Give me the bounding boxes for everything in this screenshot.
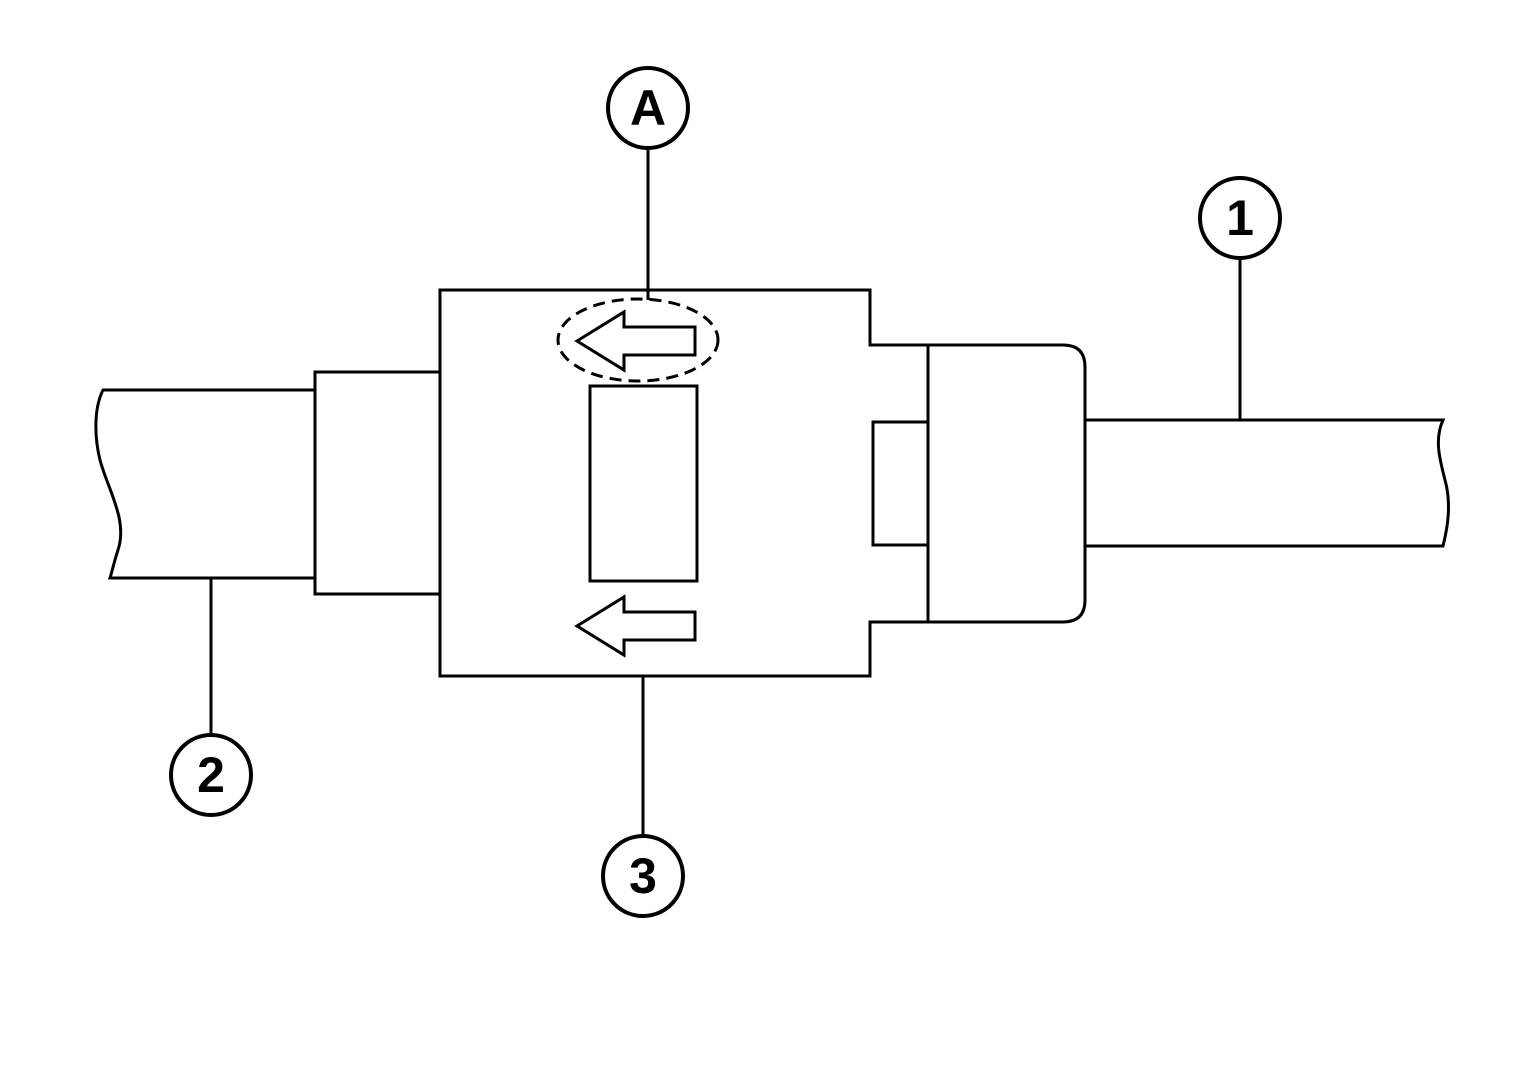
body-window (588, 384, 699, 583)
callout-1-label: 1 (1226, 190, 1254, 246)
hose-1 (1081, 418, 1450, 548)
callout-3: 3 (601, 834, 685, 918)
callout-2-circle (169, 733, 253, 817)
flow-direction-arrow-top (574, 309, 697, 373)
callout-a: A (606, 66, 690, 150)
hose-2 (94, 388, 315, 580)
coupling-nut (926, 343, 1087, 624)
callout-2-label: 2 (197, 747, 225, 803)
detail-a-outline (556, 297, 720, 383)
hose-2-ferrule (313, 370, 442, 596)
callout-3-circle (601, 834, 685, 918)
callout-3-label: 3 (629, 848, 657, 904)
flow-direction-arrow-bottom (574, 594, 697, 658)
callout-1: 1 (1198, 176, 1282, 260)
callout-1-circle (1198, 176, 1282, 260)
callout-2: 2 (169, 733, 253, 817)
callout-a-circle (606, 66, 690, 150)
callout-a-label: A (630, 80, 666, 136)
retainer-tab (871, 420, 930, 547)
